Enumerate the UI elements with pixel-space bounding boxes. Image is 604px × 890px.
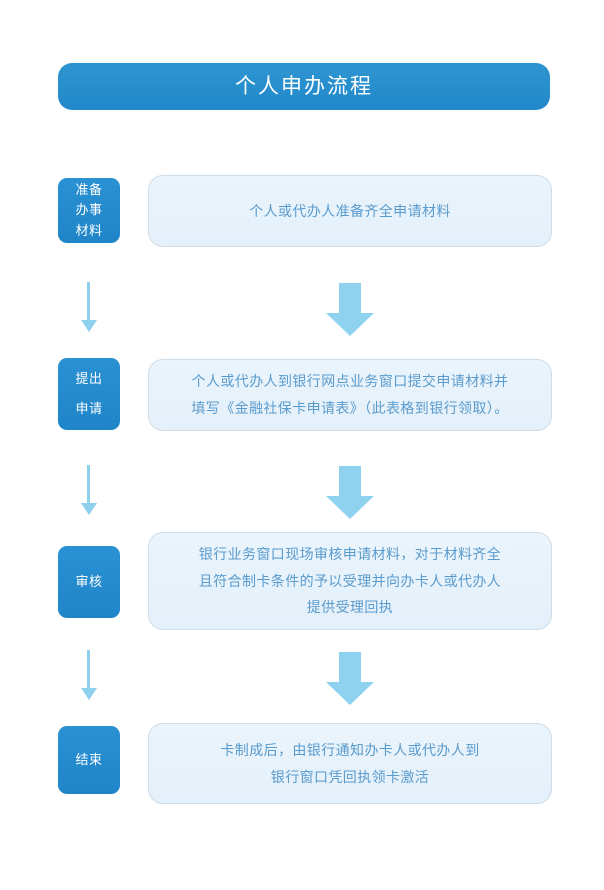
stage-label-3-line-1: 审核 (75, 573, 103, 589)
step-content-2: 个人或代办人到银行网点业务窗口提交申请材料并 填写《金融社保卡申请表》（此表格到… (148, 359, 552, 431)
stage-label-1: 准备 办事 材料 (58, 178, 120, 243)
block-connector-arrow-2 (326, 466, 374, 519)
stage-label-1-line-2: 办事 (75, 202, 103, 218)
step-content-2-line-2: 填写《金融社保卡申请表》（此表格到银行领取）。 (191, 400, 509, 416)
step-content-3-line-3: 提供受理回执 (306, 599, 394, 616)
stage-label-3: 审核 (58, 546, 120, 618)
thin-connector-arrow-3 (81, 650, 97, 702)
stage-label-4-line-1: 结束 (75, 751, 103, 767)
stage-label-2-line-1: 提出 (75, 371, 103, 387)
thin-arrow-stem-1 (87, 282, 90, 322)
thin-arrow-head-3 (81, 688, 97, 700)
thin-arrow-stem-3 (87, 650, 90, 690)
block-arrow-tip-1 (326, 313, 374, 336)
block-arrow-tip-3 (326, 682, 374, 705)
thin-arrow-head-2 (81, 503, 97, 515)
step-content-4-line-2: 银行窗口凭回执领卡激活 (270, 768, 430, 785)
page-title-banner: 个人申办流程 (58, 63, 550, 110)
step-content-3: 银行业务窗口现场审核申请材料，对于材料齐全 且符合制卡条件的予以受理并向办卡人或… (148, 532, 552, 630)
block-arrow-shaft-1 (339, 283, 361, 315)
block-arrow-shaft-3 (339, 652, 361, 684)
stage-label-2: 提出 申请 (58, 358, 120, 430)
step-content-1: 个人或代办人准备齐全申请材料 (148, 175, 552, 247)
step-content-4-line-1: 卡制成后，由银行通知办卡人或代办人到 (220, 741, 480, 758)
thin-arrow-stem-2 (87, 465, 90, 505)
thin-arrow-head-1 (81, 320, 97, 332)
thin-connector-arrow-2 (81, 465, 97, 517)
step-content-3-line-2: 且符合制卡条件的予以受理并向办卡人或代办人 (198, 572, 502, 589)
block-connector-arrow-3 (326, 652, 374, 705)
step-content-2-line-1: 个人或代办人到银行网点业务窗口提交申请材料并 (191, 373, 509, 390)
step-content-1-line-1: 个人或代办人准备齐全申请材料 (249, 202, 451, 219)
block-connector-arrow-1 (326, 283, 374, 336)
step-content-4: 卡制成后，由银行通知办卡人或代办人到 银行窗口凭回执领卡激活 (148, 723, 552, 804)
page-title: 个人申办流程 (235, 75, 373, 98)
block-arrow-tip-2 (326, 496, 374, 519)
stage-label-1-line-3: 材料 (75, 222, 103, 238)
stage-label-1-line-1: 准备 (75, 182, 103, 198)
step-content-3-line-1: 银行业务窗口现场审核申请材料，对于材料齐全 (198, 546, 502, 563)
thin-connector-arrow-1 (81, 282, 97, 334)
stage-label-2-line-2: 申请 (75, 401, 103, 416)
block-arrow-shaft-2 (339, 466, 361, 498)
stage-label-4: 结束 (58, 726, 120, 794)
